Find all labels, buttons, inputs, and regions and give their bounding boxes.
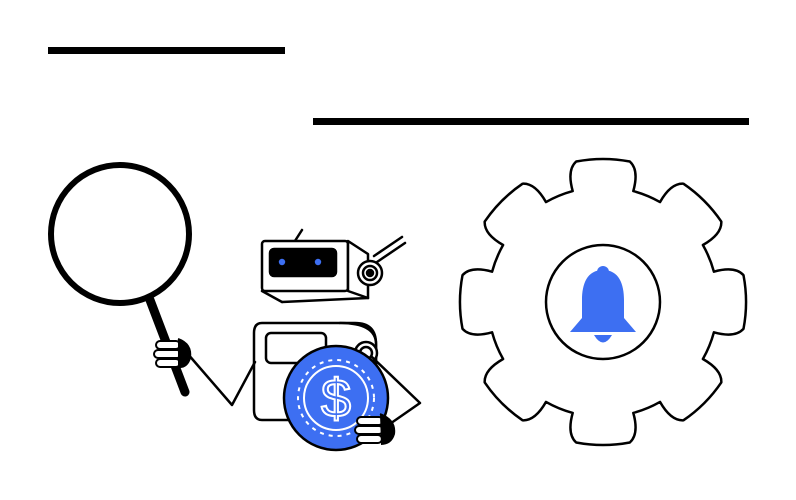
heading-placeholder-line	[48, 47, 285, 54]
robot-antenna	[372, 235, 404, 258]
robot-right-arm	[370, 355, 422, 430]
bell-icon	[570, 266, 636, 343]
robot-antenna	[375, 241, 407, 264]
robot-eye	[278, 258, 286, 266]
robot-eye	[314, 258, 322, 266]
robot-left-arm	[185, 351, 257, 407]
robot-visor	[268, 247, 338, 278]
coin-symbol: $	[321, 369, 351, 429]
subheading-placeholder-line	[313, 118, 749, 125]
robot-right-hand	[354, 413, 396, 445]
robot-left-hand	[153, 338, 192, 369]
